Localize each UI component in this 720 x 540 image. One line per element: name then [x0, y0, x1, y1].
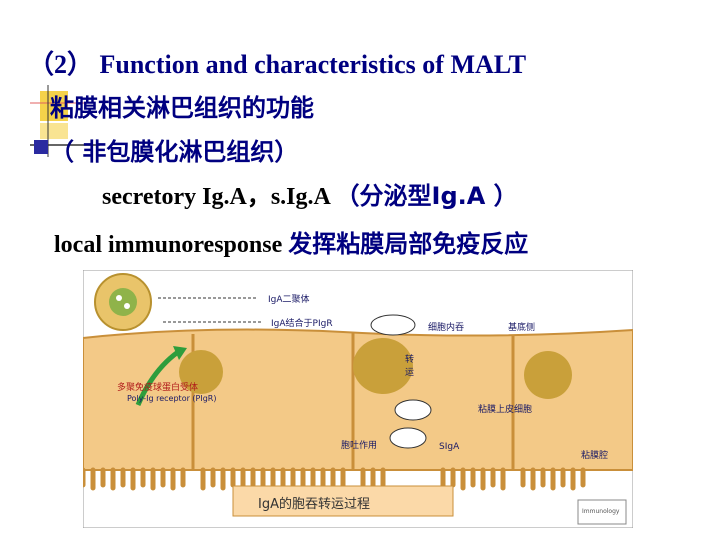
label-epithelial-cell: 粘膜上皮细胞 — [478, 405, 533, 415]
slide-line-2: （ 非包膜化淋巴组织） — [50, 138, 299, 166]
figure-caption: IgA的胞吞转运过程 — [258, 497, 370, 512]
iga-transcytosis-figure: IgA二聚体 IgA结合于PIgR 基底侧 细胞内吞 转运 多聚免疫球蛋白受体 … — [80, 269, 634, 529]
label-exocytosis: 胞吐作用 — [341, 441, 378, 451]
slide-line-1: 粘膜相关淋巴组织的功能 — [50, 94, 314, 122]
label-pigr-chinese: 多聚免疫球蛋白受体 — [117, 383, 199, 393]
line-3-english: secretory Ig.A，s.Ig.A — [102, 184, 336, 210]
label-iga-dimer: IgA二聚体 — [268, 295, 310, 305]
line-4-chinese: 发挥粘膜局部免疫反应 — [288, 230, 529, 258]
immunology-logo: Immunology — [582, 508, 620, 515]
label-transport: 转运 — [405, 355, 415, 378]
label-endocytosis: 细胞内吞 — [428, 323, 465, 333]
slide-line-3: secretory Ig.A，s.Ig.A （分泌型Ig.A ） — [102, 176, 518, 211]
bullet-deco-icon — [30, 85, 100, 157]
line-3-chinese: （分泌型Ig.A ） — [335, 182, 518, 210]
slide-line-4: local immunoresponse 发挥粘膜局部免疫反应 — [54, 224, 528, 259]
label-basal-side: 基底侧 — [508, 323, 536, 333]
line-4-english: local immunoresponse — [54, 232, 289, 258]
slide-heading: （2） Function and characteristics of MALT — [28, 50, 527, 79]
label-mucosal-lumen: 粘膜腔 — [581, 451, 609, 461]
label-sigA: SIgA — [439, 442, 460, 452]
label-pigr-english: Poly-Ig receptor (PIgR) — [127, 394, 217, 403]
transcytosis-diagram — [80, 269, 634, 529]
label-iga-binds-pigr: IgA结合于PIgR — [271, 319, 333, 329]
